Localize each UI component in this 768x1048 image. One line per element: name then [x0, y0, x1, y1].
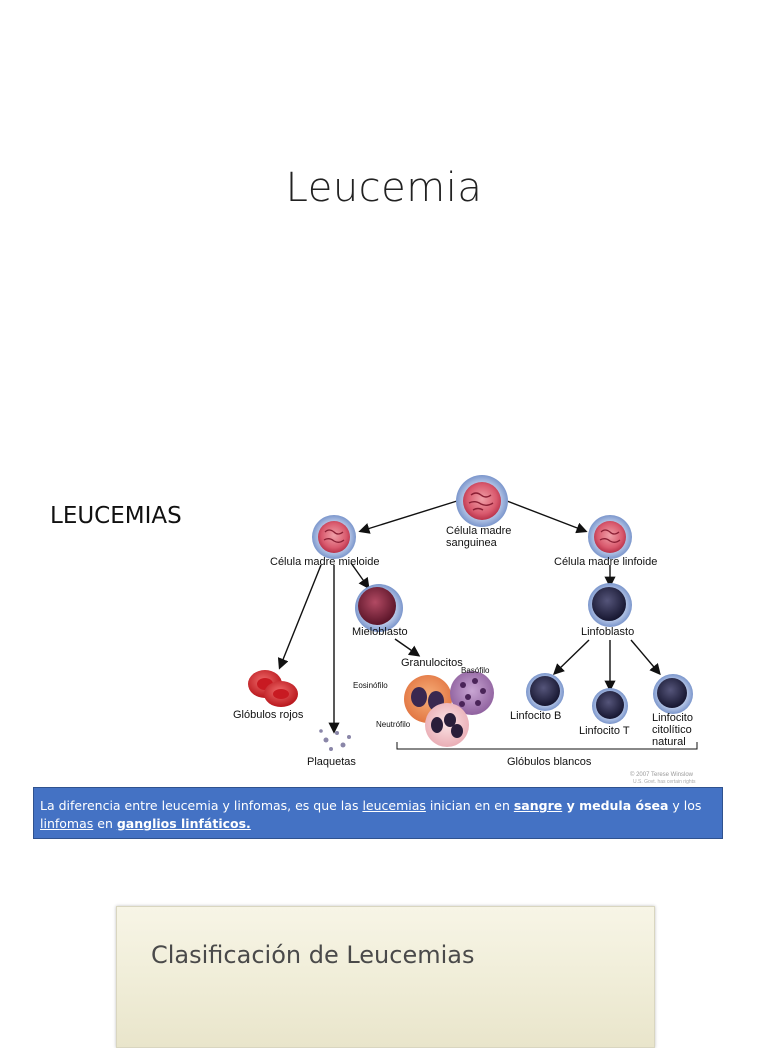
lymphoid-label: Célula madre linfoide: [554, 556, 657, 568]
next-slide-preview[interactable]: Clasificación de Leucemias: [116, 906, 655, 1048]
platelets-icon: [319, 729, 351, 751]
red-blood-cells-icon: [248, 670, 298, 707]
neutrophil-label: Neutrófilo: [376, 720, 411, 729]
myeloblast-icon: [355, 584, 403, 632]
basophil-label: Basófilo: [461, 666, 490, 675]
myeloblast-label: Mieloblasto: [352, 626, 408, 638]
lineage-arrows: [277, 500, 661, 734]
note-bold-text: y medula ósea: [562, 798, 669, 813]
b-lymphocyte-icon: [526, 673, 564, 711]
platelets-label: Plaquetas: [307, 756, 356, 768]
t-cell-label: Linfocito T: [579, 725, 630, 737]
nk-label-1: Linfocito: [652, 712, 693, 724]
lymphoblast-label: Linfoblasto: [581, 626, 634, 638]
lymphoid-stem-cell-icon: [588, 515, 632, 559]
stem-cell-icon: [456, 475, 508, 527]
note-text: en: [93, 816, 117, 831]
section-heading: LEUCEMIAS: [50, 503, 182, 529]
eosinophil-label: Eosinófilo: [353, 681, 388, 690]
nk-label-2: citolítico: [652, 724, 692, 736]
basophil-icon: [450, 671, 494, 715]
lymphoblast-icon: [588, 583, 632, 627]
hematopoiesis-diagram: Célula madre sanguinea Célula madre miel…: [233, 475, 698, 785]
granulocytes-label: Granulocitos: [401, 657, 463, 669]
note-text: inician en en: [425, 798, 514, 813]
b-cell-label: Linfocito B: [510, 710, 561, 722]
neutrophil-icon: [425, 703, 469, 747]
linfomas-link-suffix[interactable]: omas: [59, 816, 94, 831]
definition-note: La diferencia entre leucemia y linfomas,…: [33, 787, 723, 839]
white-cells-bracket: [396, 742, 698, 750]
leucemias-link[interactable]: leucemias: [362, 798, 426, 813]
linfomas-link[interactable]: linf: [40, 816, 60, 831]
ganglios-link[interactable]: ganglios linfáticos.: [116, 816, 251, 831]
myeloid-label: Célula madre mieloide: [270, 556, 379, 568]
sangre-link[interactable]: sangre: [513, 798, 563, 813]
white-cells-label: Glóbulos blancos: [507, 756, 592, 768]
copyright-label-2: U.S. Govt. has certain rights: [633, 779, 696, 785]
next-slide-title: Clasificación de Leucemias: [151, 941, 475, 969]
nk-lymphocyte-icon: [653, 674, 693, 714]
note-text: La diferencia entre leucemia y linfomas,…: [40, 798, 363, 813]
nk-label-3: natural: [652, 736, 686, 748]
stem-cell-label-2: sanguinea: [446, 537, 498, 549]
t-lymphocyte-icon: [592, 688, 628, 724]
copyright-label: © 2007 Terese Winslow: [630, 771, 694, 778]
slide-title: Leucemia: [285, 165, 483, 211]
stem-cell-label: Célula madre: [446, 525, 511, 537]
myeloid-stem-cell-icon: [312, 515, 356, 559]
red-cells-label: Glóbulos rojos: [233, 709, 304, 721]
note-text: y los: [668, 798, 702, 813]
